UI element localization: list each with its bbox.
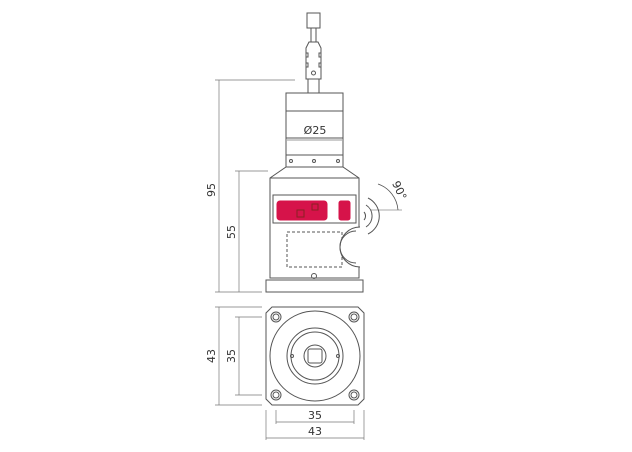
flange-bottom-view [265,306,365,406]
upper-cylinder [285,92,344,168]
diameter-label: Ø25 [304,124,327,137]
dimension-lines [215,79,365,440]
flange-width-label: 43 [308,425,322,438]
angle-label: 90° [389,179,409,202]
flange-height-label: 43 [205,349,218,363]
wireless-signal-icon [363,183,402,235]
stylus-tip [306,12,321,42]
stylus-holder [305,41,322,94]
hole-spacing-vertical-label: 35 [225,349,238,363]
hole-spacing-horizontal-label: 35 [308,409,322,422]
main-body [265,166,364,293]
total-height-label: 95 [205,183,218,197]
body-height-label: 55 [225,225,238,239]
